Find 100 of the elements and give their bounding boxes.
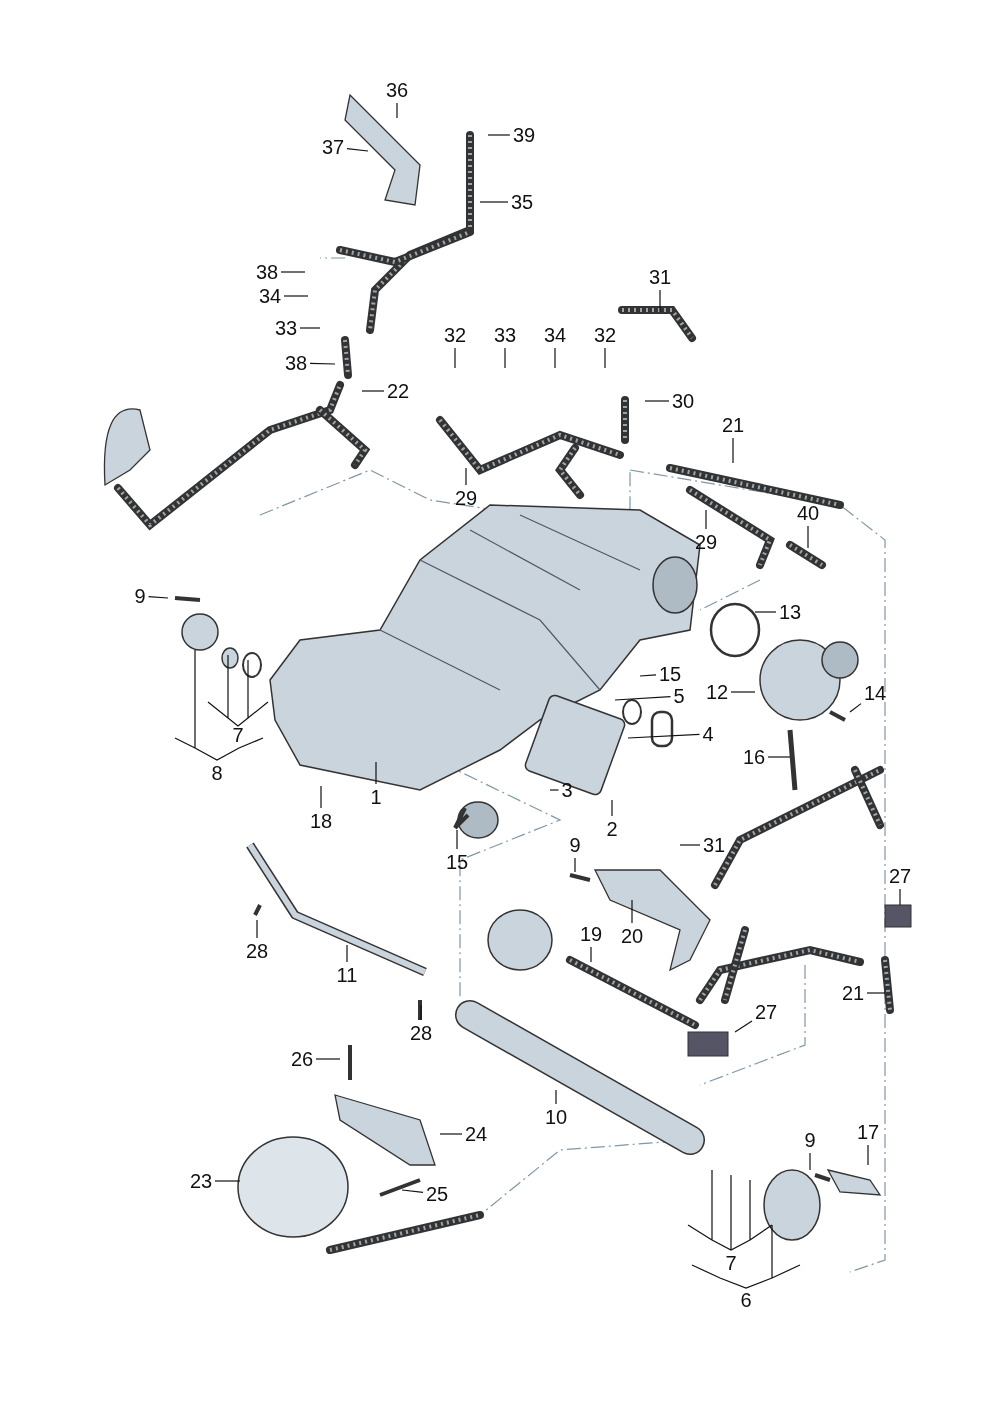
callout-number: 5 bbox=[673, 686, 685, 706]
callout-number: 22 bbox=[387, 381, 410, 401]
leader-line bbox=[611, 799, 613, 817]
callout-number: 31 bbox=[703, 835, 726, 855]
callout-number: 4 bbox=[702, 724, 714, 744]
leader-line bbox=[899, 888, 901, 906]
callout-number: 16 bbox=[743, 747, 766, 767]
callout-number: 18 bbox=[310, 811, 333, 831]
leader-line bbox=[479, 201, 509, 203]
leader-line bbox=[420, 1004, 422, 1021]
leader-line bbox=[614, 695, 672, 701]
leader-line bbox=[809, 1152, 811, 1171]
callout-number: 28 bbox=[246, 941, 269, 961]
leader-line bbox=[346, 944, 348, 963]
callout-number: 20 bbox=[621, 926, 644, 946]
callout-number: 27 bbox=[755, 1002, 778, 1022]
leader-line bbox=[396, 102, 398, 119]
callout-number: 30 bbox=[672, 391, 695, 411]
callout-number: 27 bbox=[889, 866, 912, 886]
callout-number: 40 bbox=[797, 503, 820, 523]
leader-line bbox=[705, 509, 707, 530]
leader-line bbox=[549, 789, 560, 791]
leader-line bbox=[555, 1089, 557, 1105]
callout-number: 7 bbox=[232, 725, 244, 745]
callout-number: 38 bbox=[256, 262, 279, 282]
leader-line bbox=[554, 347, 556, 369]
callout-number: 11 bbox=[336, 965, 358, 985]
callout-number: 29 bbox=[695, 532, 718, 552]
callout-number: 35 bbox=[511, 192, 534, 212]
leader-line bbox=[487, 134, 511, 136]
leader-line bbox=[807, 525, 809, 549]
callout-number: 13 bbox=[779, 602, 802, 622]
callout-number: 14 bbox=[864, 683, 887, 703]
callout-number: 19 bbox=[580, 924, 603, 944]
callout-number: 21 bbox=[722, 415, 745, 435]
callout-number: 38 bbox=[285, 353, 308, 373]
leader-line bbox=[732, 437, 734, 464]
leader-line bbox=[590, 946, 592, 963]
callout-number: 25 bbox=[426, 1184, 449, 1204]
leader-line bbox=[644, 400, 670, 402]
leader-line bbox=[734, 1020, 753, 1033]
leader-line bbox=[346, 148, 369, 152]
callout-number: 36 bbox=[386, 80, 409, 100]
callout-number: 17 bbox=[857, 1122, 880, 1142]
leader-line bbox=[256, 919, 258, 939]
callout-number: 7 bbox=[725, 1253, 737, 1273]
leader-line bbox=[767, 756, 791, 758]
leader-line bbox=[639, 674, 657, 677]
leader-line bbox=[730, 691, 756, 693]
leader-line bbox=[849, 703, 862, 713]
leader-line bbox=[375, 761, 377, 785]
callout-number: 33 bbox=[275, 318, 298, 338]
leader-line bbox=[604, 347, 606, 369]
callout-number: 28 bbox=[410, 1023, 433, 1043]
leader-line bbox=[214, 1180, 241, 1182]
callout-number: 32 bbox=[594, 325, 617, 345]
leader-line bbox=[504, 347, 506, 369]
leader-line bbox=[439, 1133, 463, 1135]
leader-line bbox=[401, 1189, 424, 1193]
leader-line bbox=[754, 611, 777, 613]
callout-number: 1 bbox=[370, 787, 382, 807]
leader-line bbox=[659, 289, 661, 313]
leader-line bbox=[320, 785, 322, 809]
leader-line bbox=[147, 596, 169, 599]
leader-line bbox=[361, 390, 385, 392]
callout-number: 3 bbox=[561, 780, 573, 800]
callout-number: 23 bbox=[190, 1171, 213, 1191]
leader-line bbox=[456, 829, 458, 850]
leader-line bbox=[299, 327, 321, 329]
callout-number: 33 bbox=[494, 325, 517, 345]
leader-line bbox=[627, 733, 701, 739]
callout-number: 29 bbox=[455, 488, 478, 508]
leader-line bbox=[309, 362, 336, 365]
leader-line bbox=[283, 295, 309, 297]
callout-number: 9 bbox=[569, 835, 581, 855]
leader-line bbox=[866, 992, 886, 994]
callout-number: 37 bbox=[322, 137, 345, 157]
callout-number: 34 bbox=[259, 286, 282, 306]
leader-line bbox=[574, 857, 576, 873]
callout-number: 34 bbox=[544, 325, 567, 345]
callout-number: 24 bbox=[465, 1124, 488, 1144]
callout-number: 8 bbox=[211, 763, 223, 783]
leader-line bbox=[454, 347, 456, 369]
callout-number: 15 bbox=[446, 852, 469, 872]
callout-number: 10 bbox=[545, 1107, 568, 1127]
leader-line bbox=[280, 271, 306, 273]
leader-line bbox=[465, 467, 467, 486]
callout-number: 2 bbox=[606, 819, 618, 839]
callout-number: 21 bbox=[842, 983, 865, 1003]
leader-line bbox=[679, 844, 701, 846]
leader-line bbox=[867, 1144, 869, 1166]
callout-number: 6 bbox=[740, 1290, 752, 1310]
callout-number: 9 bbox=[804, 1130, 816, 1150]
callout-number: 39 bbox=[513, 125, 536, 145]
callout-number: 31 bbox=[649, 267, 672, 287]
callout-number: 9 bbox=[134, 586, 146, 606]
callout-number: 15 bbox=[659, 664, 682, 684]
callout-number: 12 bbox=[706, 682, 729, 702]
leader-line bbox=[631, 899, 633, 924]
callout-number: 26 bbox=[291, 1049, 314, 1069]
